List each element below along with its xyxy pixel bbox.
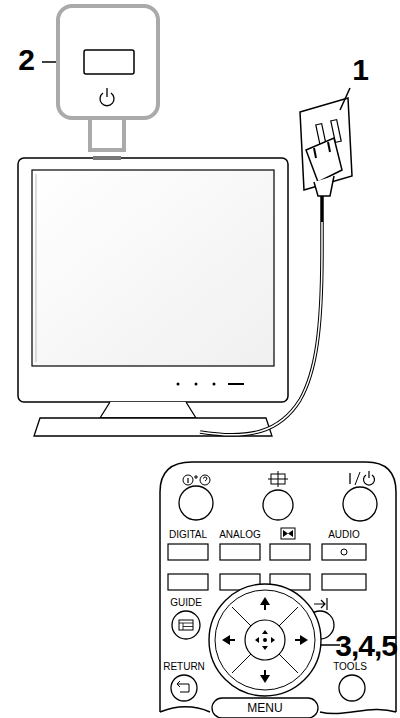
button-label: ANALOG <box>219 530 261 540</box>
button-label: RETURN <box>163 662 205 672</box>
button-label: MENU <box>247 702 282 714</box>
callout-number: 2 <box>18 45 34 75</box>
callout-number: 3,4,5 <box>335 631 397 661</box>
button-label: TOOLS <box>333 662 367 672</box>
button-label: AUDIO <box>328 530 360 540</box>
button-label: DIGITAL <box>169 530 207 540</box>
button-label: GUIDE <box>170 598 202 608</box>
callout-number: 1 <box>352 55 368 85</box>
